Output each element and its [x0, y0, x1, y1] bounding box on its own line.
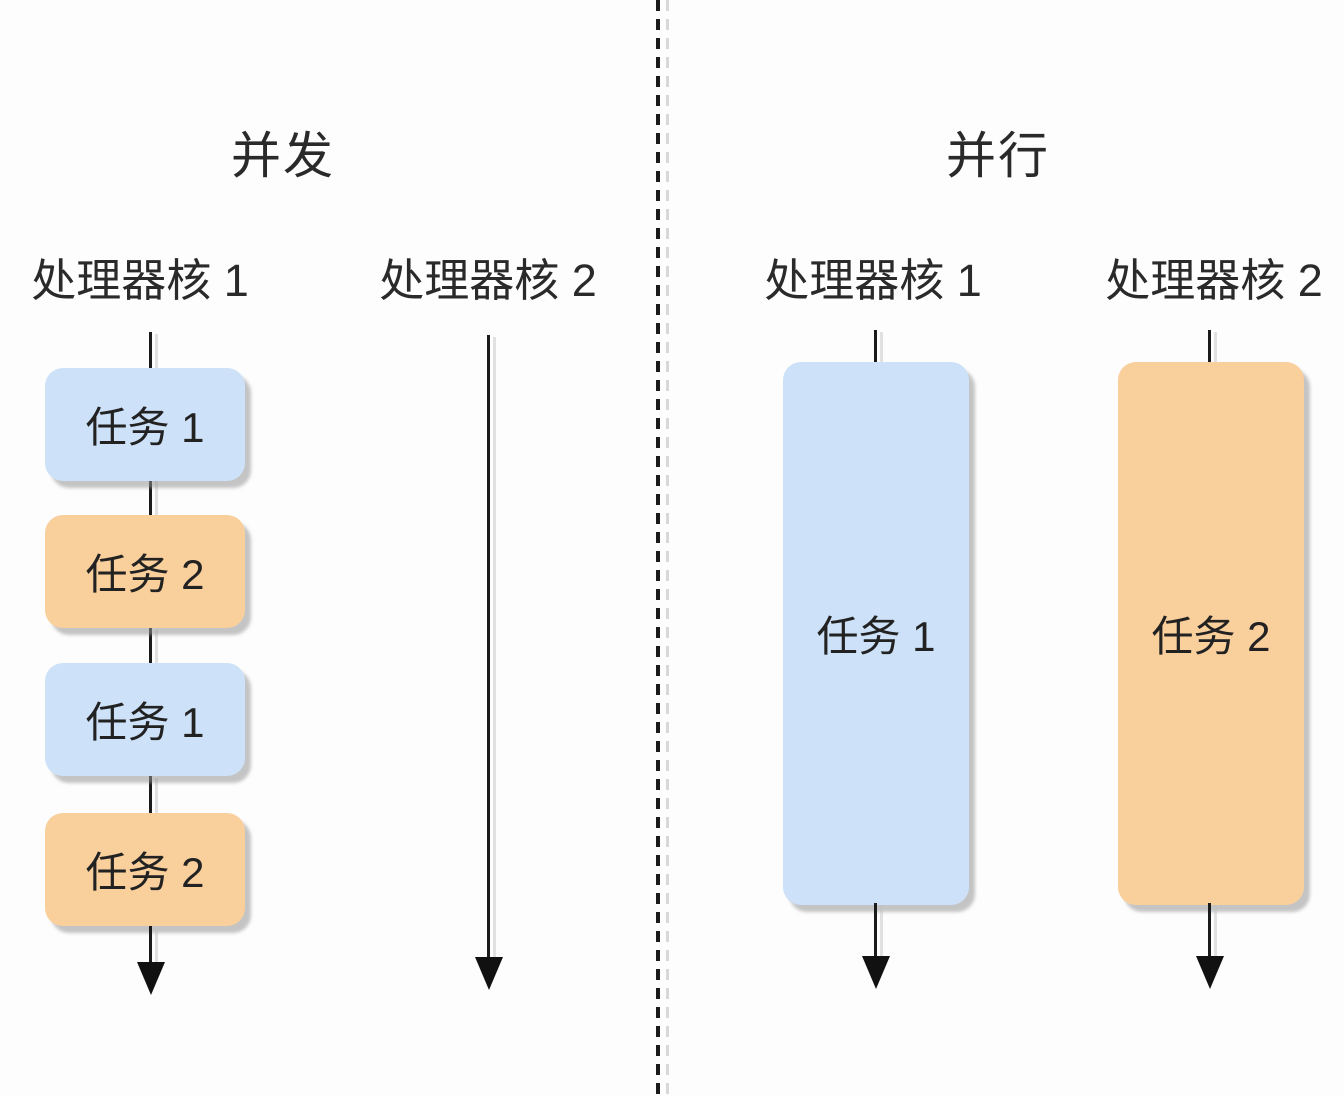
core1-timeline-stub [149, 332, 152, 370]
core2-timeline-line [487, 335, 490, 960]
arrow-down-icon [137, 962, 165, 995]
divider-dashed-shadow [666, 0, 669, 1096]
task-block: 任务 1 [45, 663, 245, 776]
core2-timeline-stub [1208, 330, 1211, 366]
parallelism-title: 并行 [946, 128, 1050, 184]
parallelism-core2-header: 处理器核 2 [1105, 255, 1323, 306]
concurrency-core2-header: 处理器核 2 [379, 255, 597, 306]
task-block: 任务 2 [1118, 362, 1304, 905]
core1-timeline-connector [149, 478, 152, 517]
task-block: 任务 1 [783, 362, 969, 905]
divider-dashed-line [656, 0, 660, 1096]
core1-timeline-line [149, 926, 152, 968]
arrow-down-icon [1196, 956, 1224, 989]
arrow-down-icon [862, 956, 890, 989]
core1-timeline-stub [874, 330, 877, 366]
task-block: 任务 2 [45, 813, 245, 926]
concurrency-core1-header: 处理器核 1 [31, 255, 249, 306]
concurrency-title: 并发 [231, 128, 335, 184]
parallelism-core1-header: 处理器核 1 [764, 255, 982, 306]
core1-timeline-connector [149, 628, 152, 665]
core2-timeline-line [1208, 903, 1211, 959]
core1-timeline-connector [149, 776, 152, 815]
task-block: 任务 2 [45, 515, 245, 628]
core1-timeline-line [874, 903, 877, 959]
arrow-down-icon [475, 957, 503, 990]
task-block: 任务 1 [45, 368, 245, 481]
